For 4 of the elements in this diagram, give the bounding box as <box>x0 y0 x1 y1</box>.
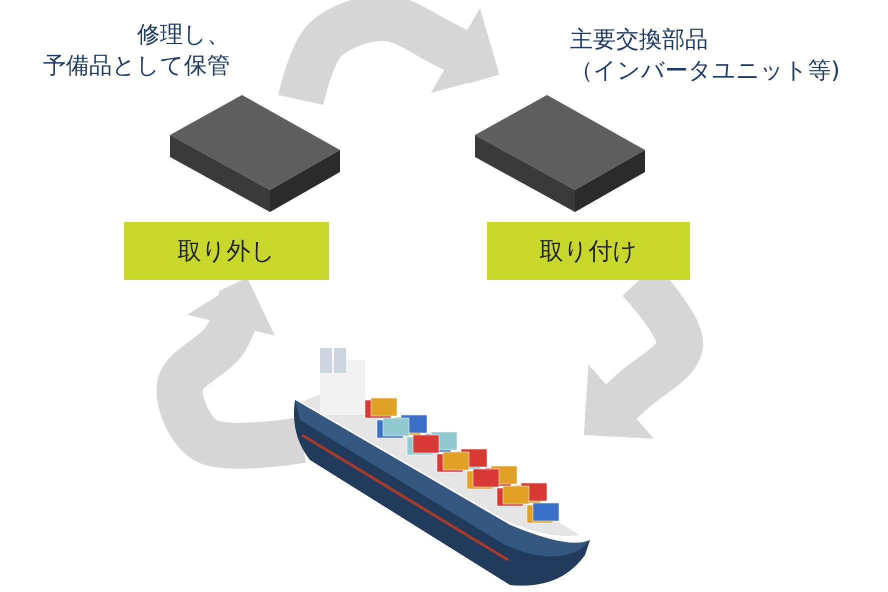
step-label: 取り付け <box>487 222 690 280</box>
part-caption: 主要交換部品（インバータユニット等) <box>570 26 841 86</box>
step-label: 取り外し <box>124 222 329 280</box>
part-caption: 修理し、予備品として保管 <box>42 21 230 82</box>
